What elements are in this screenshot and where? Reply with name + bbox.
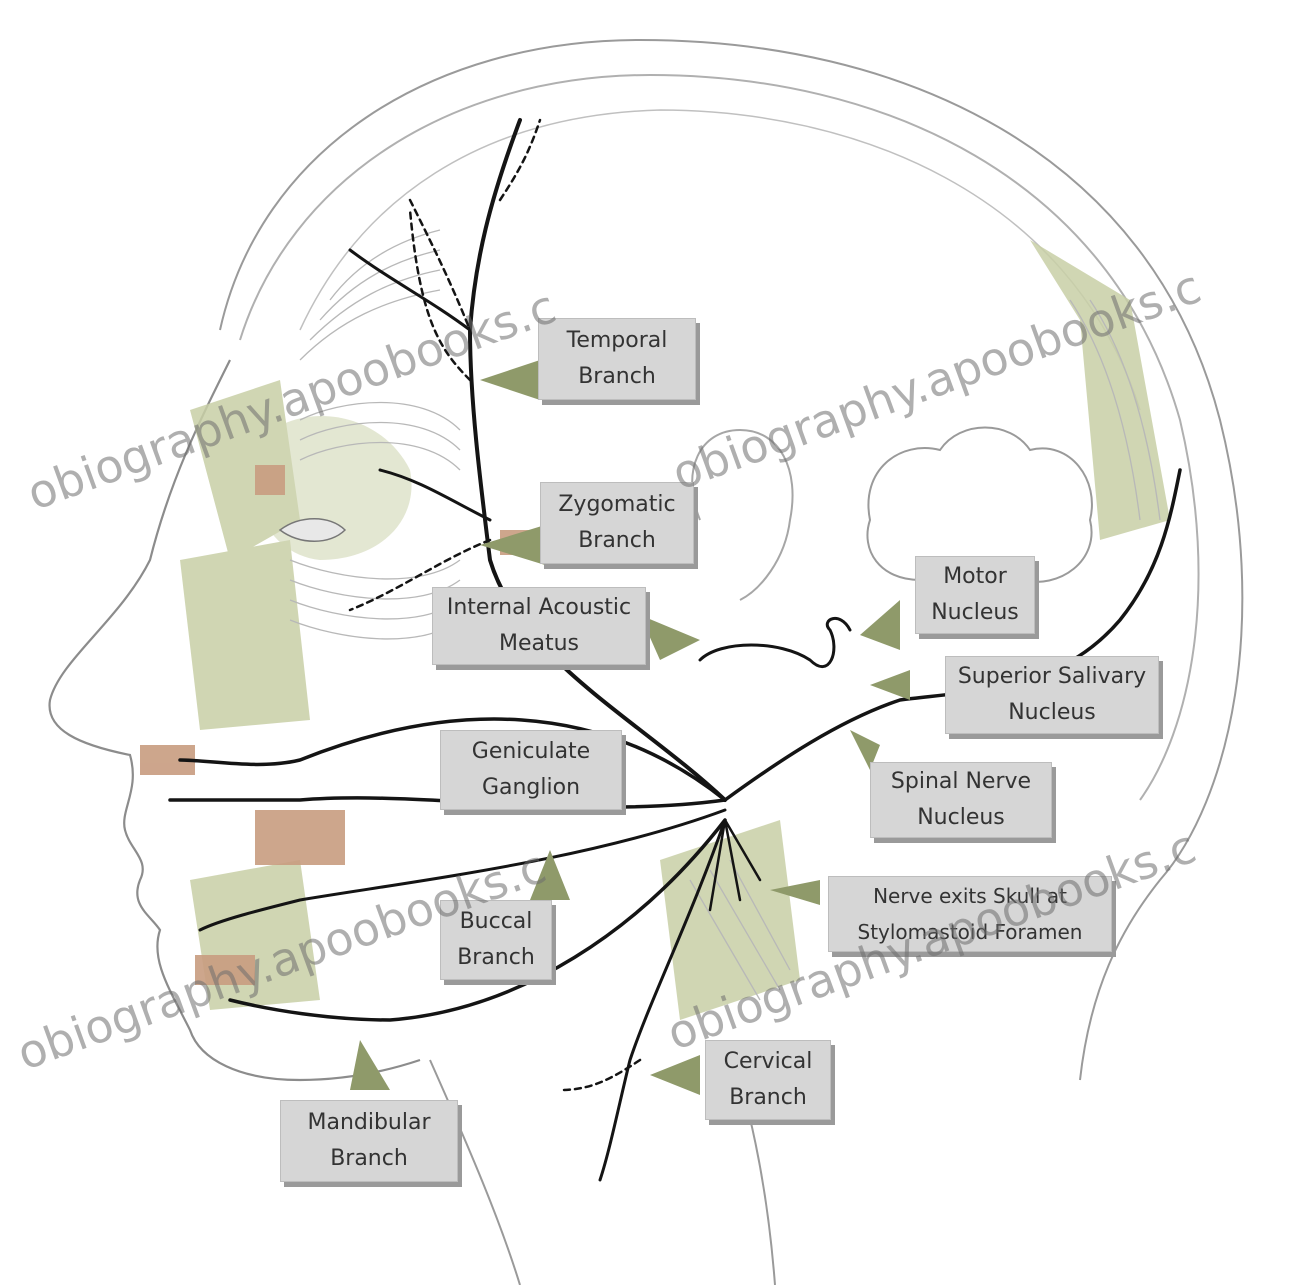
buccal-line2: Branch xyxy=(457,940,535,976)
chin-accent xyxy=(195,955,255,985)
salivary-line2: Nucleus xyxy=(1008,695,1096,731)
geniculate-line1: Geniculate xyxy=(472,734,590,770)
skull-outline-inner2 xyxy=(300,110,1140,410)
ear-outline xyxy=(692,430,792,600)
meatus-line2: Meatus xyxy=(499,626,579,662)
occipital-muscle xyxy=(1030,240,1170,540)
internal-acoustic-meatus-label: Internal Acoustic Meatus xyxy=(432,587,646,665)
buccal-branch-label: Buccal Branch xyxy=(440,900,552,980)
cervical-line1: Cervical xyxy=(724,1044,813,1080)
mouth-muscle xyxy=(190,860,320,1010)
geniculate-ganglion-label: Geniculate Ganglion xyxy=(440,730,622,810)
salivary-line1: Superior Salivary xyxy=(958,659,1146,695)
mandibular-arrow xyxy=(350,1040,390,1090)
lip-accent xyxy=(255,810,345,865)
motor-nucleus-label: Motor Nucleus xyxy=(915,556,1035,634)
salivary-arrow xyxy=(870,670,910,700)
buccal-line1: Buccal xyxy=(460,904,533,940)
zygomatic-branch-label: Zygomatic Branch xyxy=(540,482,694,564)
pointer-arrows xyxy=(350,360,910,1095)
exits-line2: Stylomastoid Foramen xyxy=(858,914,1083,950)
exits-line1: Nerve exits Skull at xyxy=(873,878,1067,914)
mandibular-branch-label: Mandibular Branch xyxy=(280,1100,458,1182)
cheek-muscle xyxy=(180,540,310,730)
cervical-arrow xyxy=(650,1055,700,1095)
cervical-branch-label: Cervical Branch xyxy=(705,1040,831,1120)
temporal-arrow xyxy=(480,360,540,400)
buccal-arrow xyxy=(530,850,570,900)
temporal-line1: Temporal xyxy=(567,323,668,359)
superior-salivary-nucleus-label: Superior Salivary Nucleus xyxy=(945,656,1159,734)
zygomatic-line1: Zygomatic xyxy=(558,487,675,523)
nerve-loop xyxy=(700,618,850,666)
zygomatic-line2: Branch xyxy=(578,523,656,559)
mandibular-line2: Branch xyxy=(330,1141,408,1177)
eye-accent xyxy=(255,465,285,495)
temporal-branch-label: Temporal Branch xyxy=(538,318,696,400)
temporal-line2: Branch xyxy=(578,359,656,395)
spinal-line1: Spinal Nerve xyxy=(891,764,1031,800)
motor-arrow xyxy=(860,600,900,650)
motor-line1: Motor xyxy=(943,559,1007,595)
spinal-nerve-nucleus-label: Spinal Nerve Nucleus xyxy=(870,762,1052,838)
meatus-line1: Internal Acoustic xyxy=(447,590,631,626)
nerve-exits-skull-label: Nerve exits Skull at Stylomastoid Forame… xyxy=(828,876,1112,952)
meatus-arrow xyxy=(640,615,700,660)
temporal-nerve xyxy=(470,120,725,800)
mandibular-line1: Mandibular xyxy=(307,1105,430,1141)
geniculate-line2: Ganglion xyxy=(482,770,580,806)
motor-line2: Nucleus xyxy=(931,595,1019,631)
spinal-line2: Nucleus xyxy=(917,800,1005,836)
cervical-line2: Branch xyxy=(729,1080,807,1116)
